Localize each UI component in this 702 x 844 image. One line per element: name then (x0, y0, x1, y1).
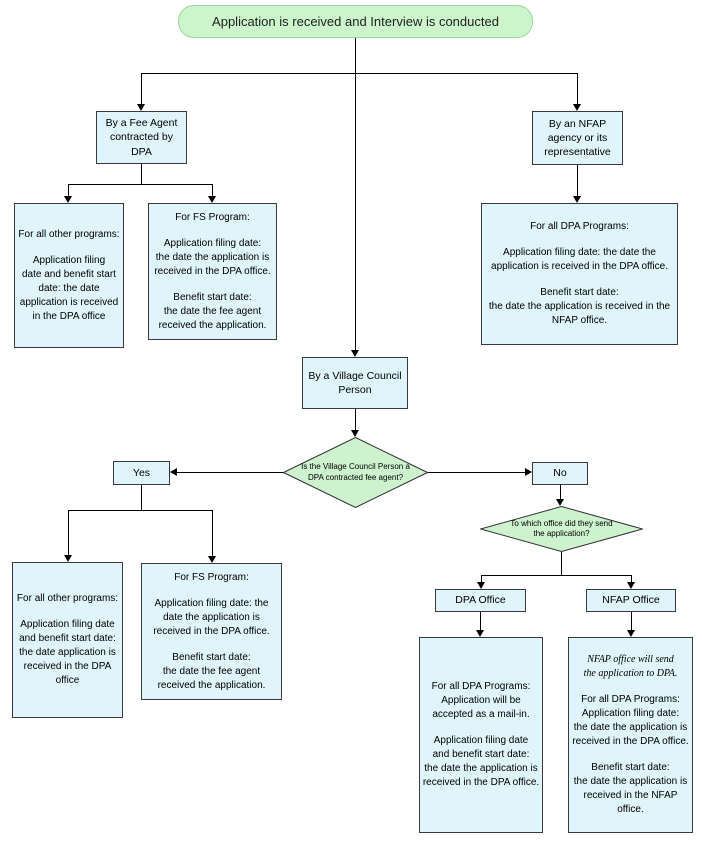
arrow-down-icon (351, 430, 359, 437)
connector-line (481, 575, 631, 576)
node-fee-fs-program: For FS Program: Application filing date:… (148, 203, 277, 340)
decision-fee-agent-diamond: Is the Village Council Person a DPA cont… (283, 437, 428, 508)
node-paragraph: Application filing date: the date the ap… (491, 247, 668, 272)
connector-line (68, 510, 213, 511)
node-fee-other-programs: For all other programs: Application fili… (14, 203, 124, 348)
node-paragraph: For all DPA Programs: Application filing… (572, 694, 689, 747)
node-dpa-mailin: For all DPA Programs: Application will b… (419, 637, 543, 833)
arrow-down-icon (627, 582, 635, 589)
connector-line (631, 612, 632, 630)
connector-line (560, 485, 561, 499)
arrow-down-icon (351, 350, 359, 357)
node-paragraph: Benefit start date: the date the fee age… (157, 651, 266, 691)
connector-line (480, 612, 481, 630)
start-label: Application is received and Interview is… (212, 14, 499, 29)
connector-line (561, 552, 562, 575)
arrow-right-icon (525, 468, 532, 476)
node-paragraph: Application filing date: the date the ap… (153, 597, 270, 637)
arrow-down-icon (137, 104, 145, 111)
node-nfap-all-dpa: For all DPA Programs: Application filing… (481, 203, 678, 345)
yes-label: Yes (132, 466, 151, 479)
node-paragraph: Benefit start date: the date the fee age… (158, 291, 267, 331)
node-paragraph: For FS Program: (175, 211, 250, 223)
nfap-forward-note: NFAP office will send the application to… (583, 654, 678, 679)
connector-line (68, 510, 69, 555)
connector-line (631, 575, 632, 582)
node-label: By an NFAP agency or its representative (544, 117, 611, 159)
diamond-shape-icon (283, 437, 428, 508)
node-yes-fs-program: For FS Program: Application filing date:… (141, 563, 282, 700)
connector-line (212, 184, 213, 196)
node-by-nfap-agency: By an NFAP agency or its representative (532, 111, 623, 165)
decision-office-diamond: To which office did they send the applic… (480, 506, 643, 552)
arrow-down-icon (64, 196, 72, 203)
connector-line (141, 73, 578, 74)
node-yes-other-programs: For all other programs: Application fili… (12, 562, 123, 718)
node-paragraph: Application filing date and benefit star… (422, 735, 540, 788)
connector-line (141, 73, 142, 104)
connector-line (212, 510, 213, 556)
connector-line (141, 164, 142, 184)
diamond-shape-icon (480, 506, 643, 552)
arrow-down-icon (476, 630, 484, 637)
node-paragraph: For FS Program: (174, 571, 249, 583)
arrow-left-icon (170, 468, 177, 476)
connector-line (428, 472, 525, 473)
connector-line (68, 184, 69, 196)
node-label: By a Fee Agent contracted by DPA (105, 117, 178, 158)
connector-line (577, 73, 578, 104)
arrow-down-icon (208, 556, 216, 563)
arrow-down-icon (627, 630, 635, 637)
node-by-fee-agent: By a Fee Agent contracted by DPA (96, 111, 187, 164)
arrow-down-icon (477, 582, 485, 589)
node-label: NFAP Office (602, 594, 660, 607)
node-nfap-forward: NFAP office will send the application to… (568, 637, 693, 833)
connector-line (141, 485, 142, 510)
arrow-down-icon (556, 499, 564, 506)
node-paragraph: For all DPA Programs: Application will b… (431, 681, 531, 720)
arrow-down-icon (573, 196, 581, 203)
yes-box: Yes (113, 461, 170, 485)
node-nfap-office: NFAP Office (586, 589, 676, 612)
no-box: No (532, 462, 588, 485)
node-dpa-office: DPA Office (435, 589, 526, 612)
decision-label: To which office did they send the applic… (510, 518, 613, 538)
node-by-village-council: By a Village Council Person (302, 357, 408, 409)
connector-line (577, 165, 578, 196)
connector-line (68, 184, 213, 185)
no-label: No (553, 467, 567, 480)
node-label: By a Village Council Person (308, 369, 402, 396)
node-paragraph: For all other programs: (18, 228, 120, 240)
arrow-down-icon (64, 555, 72, 562)
arrow-down-icon (208, 196, 216, 203)
decision-label: Is the Village Council Person a DPA cont… (301, 462, 410, 482)
node-paragraph: Application filing date and benefit star… (19, 619, 116, 686)
connector-line (481, 575, 482, 582)
node-label: DPA Office (455, 594, 506, 607)
connector-line (177, 472, 283, 473)
node-paragraph: Application filing date: the date the ap… (154, 237, 271, 277)
node-paragraph: Benefit start date: the date the applica… (488, 287, 671, 326)
node-paragraph: For all DPA Programs: (530, 221, 629, 232)
node-paragraph: Application filing date and benefit star… (19, 254, 119, 322)
connector-line (355, 38, 356, 350)
node-paragraph: Benefit start date: the date the applica… (573, 762, 688, 815)
start-terminal: Application is received and Interview is… (178, 5, 533, 38)
arrow-down-icon (573, 104, 581, 111)
node-paragraph: For all other programs: (16, 593, 119, 604)
connector-line (355, 409, 356, 430)
